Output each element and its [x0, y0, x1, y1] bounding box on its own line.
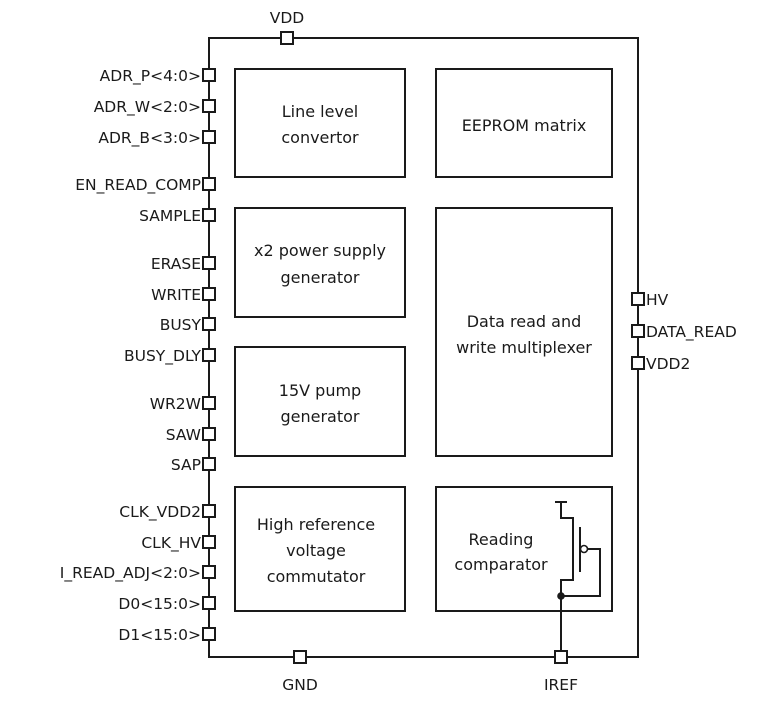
block-label: 15V pump	[279, 381, 361, 400]
adr-p-pin	[202, 68, 216, 82]
block-label: comparator	[454, 555, 548, 574]
gnd-label: GND	[282, 676, 318, 694]
vdd-label: VDD	[270, 9, 305, 27]
erase-label: ERASE	[151, 255, 201, 273]
hv-pin	[631, 292, 645, 306]
sap-label: SAP	[171, 456, 201, 474]
block-label: generator	[280, 407, 359, 426]
wr2w-pin	[202, 396, 216, 410]
block-label: EEPROM matrix	[462, 116, 587, 135]
busy-label: BUSY	[160, 316, 202, 334]
block-15v-pump-generator: 15V pump generator	[234, 346, 406, 457]
clk-hv-label: CLK_HV	[141, 534, 201, 553]
wr2w-label: WR2W	[150, 395, 201, 413]
busy-dly-label: BUSY_DLY	[124, 347, 202, 366]
i-read-adj-pin	[202, 565, 216, 579]
block-label: Line level	[282, 102, 358, 121]
block-label: voltage	[286, 541, 346, 560]
sample-label: SAMPLE	[139, 207, 201, 225]
en-read-comp-pin	[202, 177, 216, 191]
block-label: High reference	[257, 515, 375, 534]
sample-pin	[202, 208, 216, 222]
iref-pin	[554, 650, 568, 664]
d0-pin	[202, 596, 216, 610]
block-label: commutator	[267, 567, 366, 586]
block-label: generator	[280, 268, 359, 287]
block-x2-power-supply-generator: x2 power supply generator	[234, 207, 406, 318]
busy-dly-pin	[202, 348, 216, 362]
clk-vdd2-pin	[202, 504, 216, 518]
d1-pin	[202, 627, 216, 641]
adr-w-pin	[202, 99, 216, 113]
block-label: x2 power supply	[254, 241, 386, 260]
en-read-comp-label: EN_READ_COMP	[75, 176, 201, 195]
busy-pin	[202, 317, 216, 331]
chip-outline	[208, 37, 639, 658]
erase-pin	[202, 256, 216, 270]
i-read-adj-label: I_READ_ADJ<2:0>	[60, 564, 201, 583]
hv-label: HV	[646, 291, 669, 309]
vdd-pin	[280, 31, 294, 45]
sap-pin	[202, 457, 216, 471]
block-label: convertor	[281, 128, 359, 147]
block-label: Data read and	[467, 312, 582, 331]
block-label: Reading	[469, 530, 534, 549]
block-reading-comparator: Reading comparator	[435, 486, 613, 652]
clk-hv-pin	[202, 535, 216, 549]
block-label: write multiplexer	[456, 338, 592, 357]
gnd-pin	[293, 650, 307, 664]
clk-vdd2-label: CLK_VDD2	[119, 503, 201, 522]
data-read-label: DATA_READ	[646, 323, 737, 342]
saw-pin	[202, 427, 216, 441]
block-data-read-write-multiplexer: Data read and write multiplexer	[435, 207, 613, 457]
write-pin	[202, 287, 216, 301]
iref-label: IREF	[544, 676, 578, 694]
write-label: WRITE	[151, 286, 201, 304]
saw-label: SAW	[166, 426, 201, 444]
pmos-transistor-icon	[555, 501, 601, 600]
adr-b-label: ADR_B<3:0>	[98, 129, 201, 148]
d1-label: D1<15:0>	[118, 626, 201, 644]
block-line-level-convertor: Line level convertor	[234, 68, 406, 178]
adr-w-label: ADR_W<2:0>	[94, 98, 201, 117]
block-high-reference-voltage-commutator: High reference voltage commutator	[234, 486, 406, 612]
vdd2-label: VDD2	[646, 355, 690, 373]
adr-b-pin	[202, 130, 216, 144]
d0-label: D0<15:0>	[118, 595, 201, 613]
data-read-pin	[631, 324, 645, 338]
block-eeprom-matrix: EEPROM matrix	[435, 68, 613, 178]
adr-p-label: ADR_P<4:0>	[100, 67, 201, 86]
vdd2-pin	[631, 356, 645, 370]
